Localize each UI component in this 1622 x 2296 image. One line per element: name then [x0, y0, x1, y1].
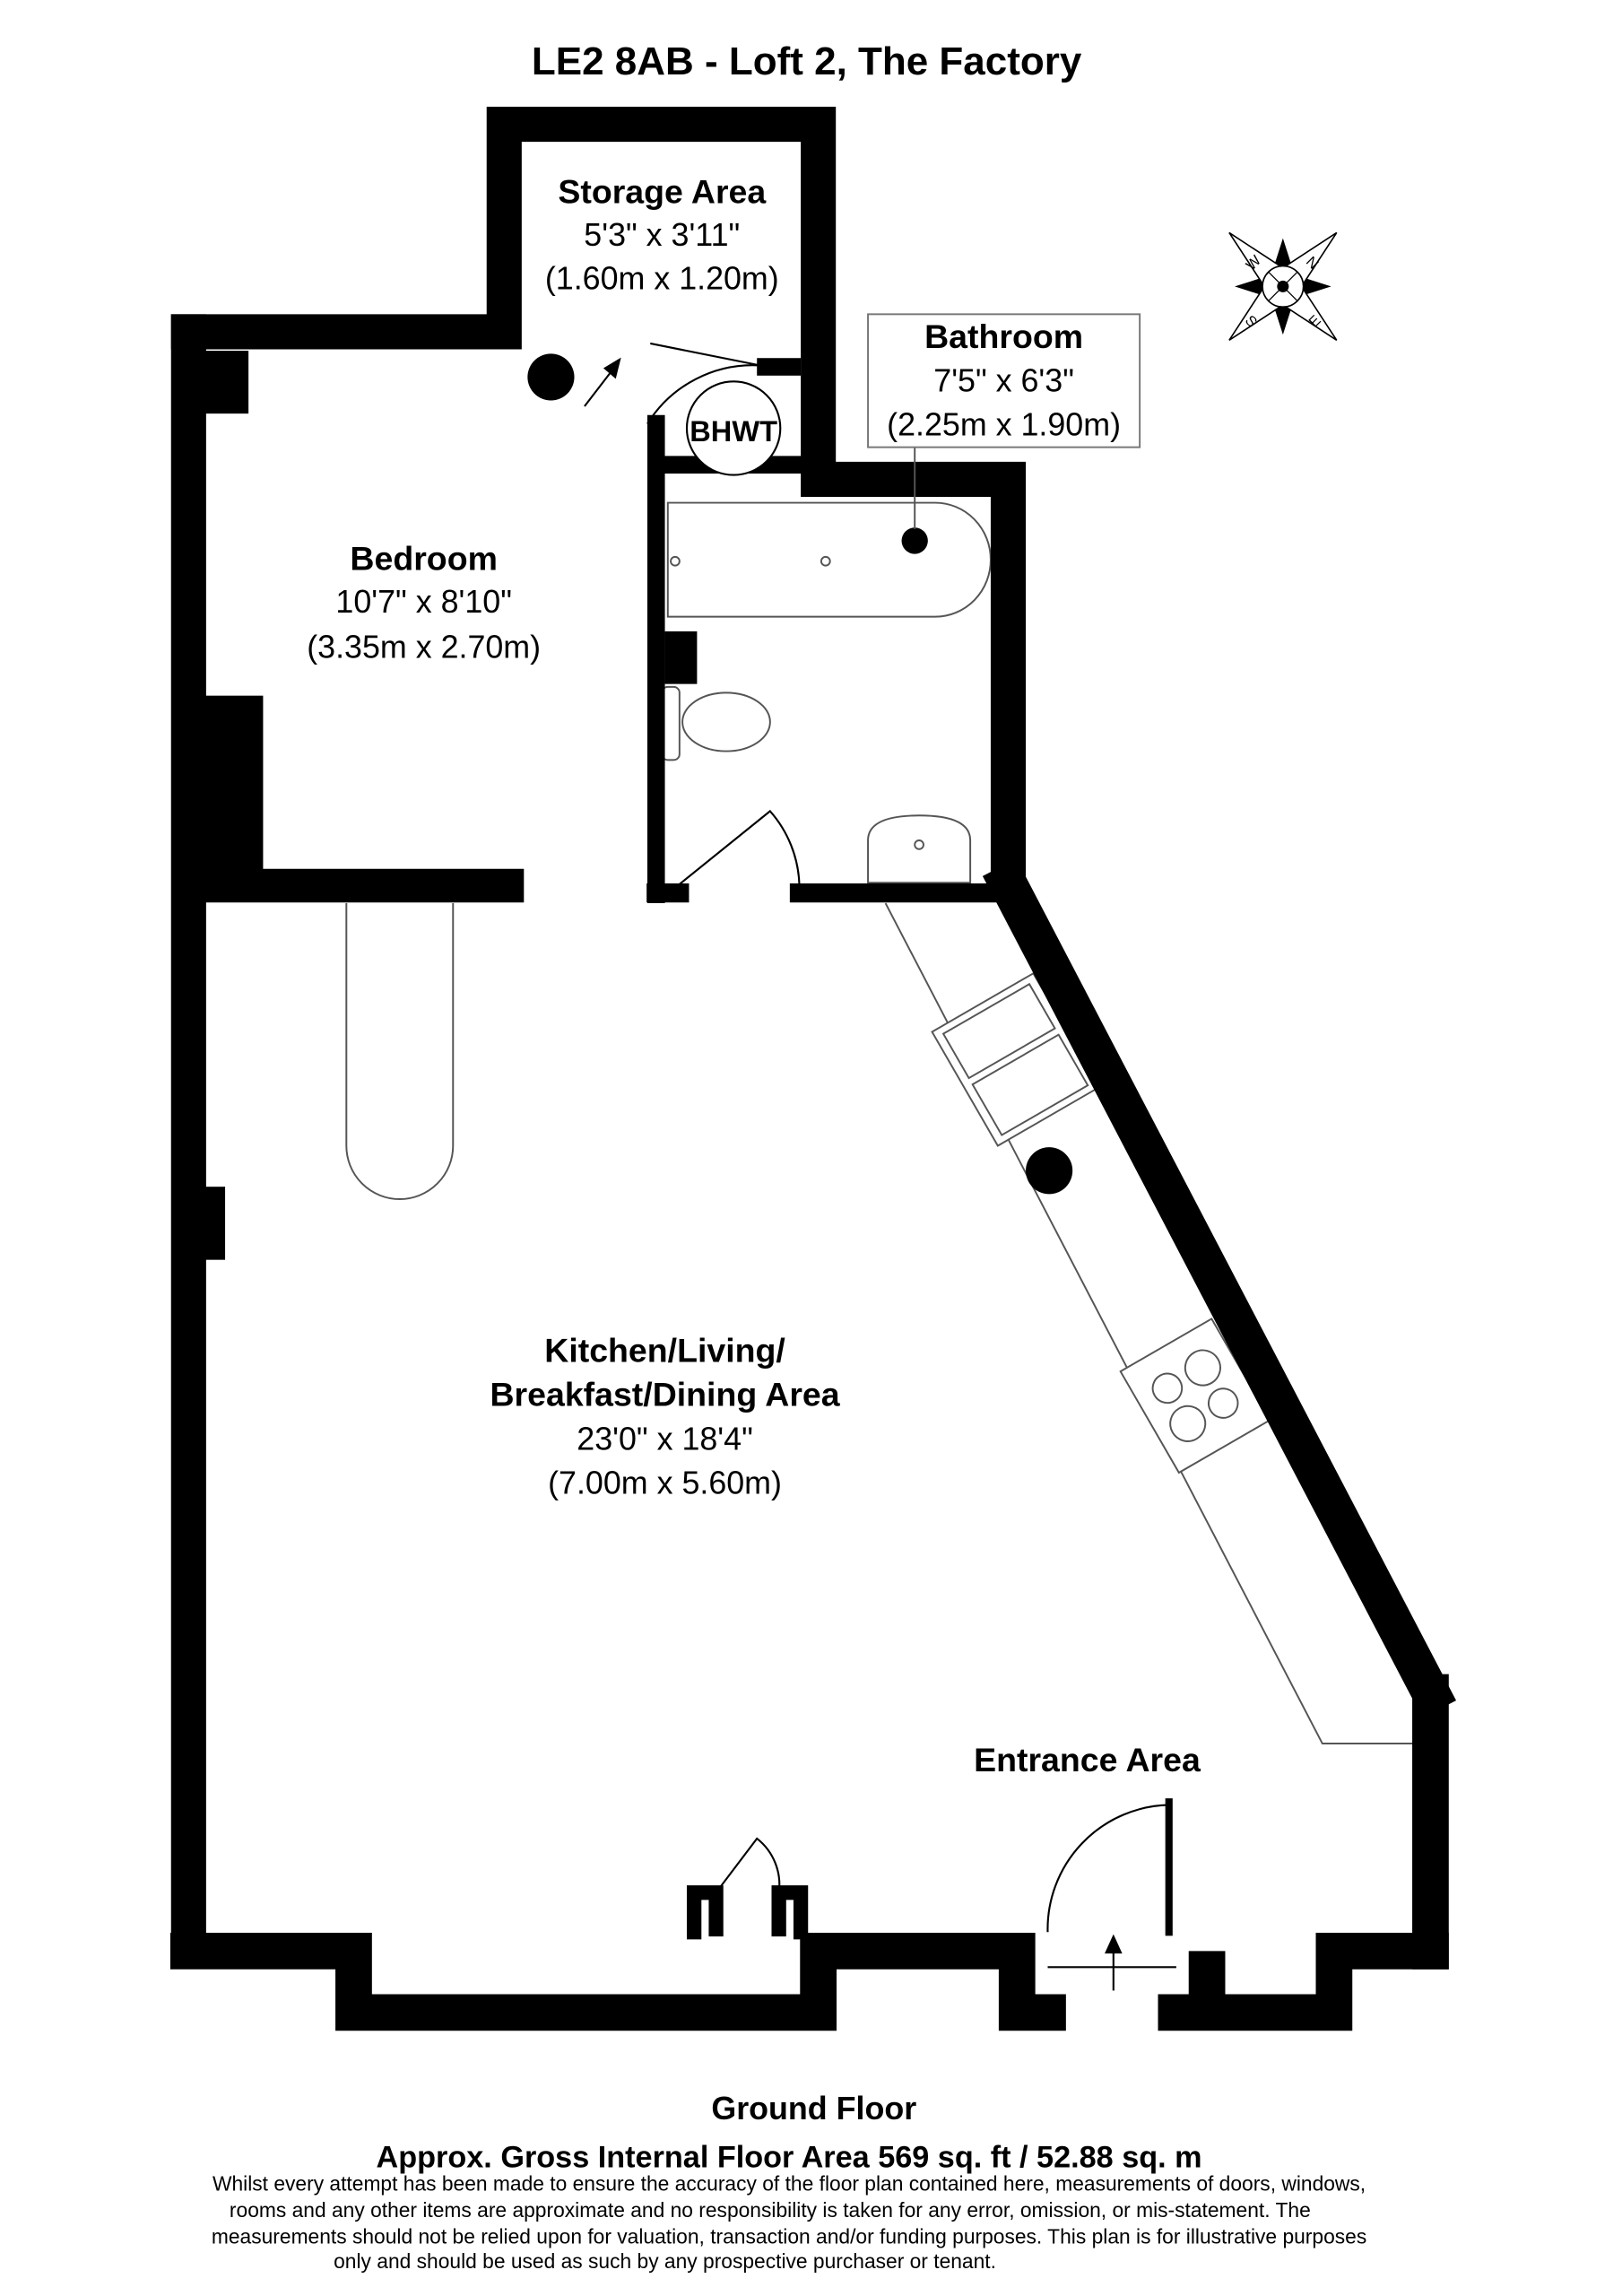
kitchen-name-2: Breakfast/Dining Area	[490, 1376, 841, 1413]
plan-title: LE2 8AB - Loft 2, The Factory	[532, 39, 1082, 83]
storage-metric: (1.60m x 1.20m)	[545, 261, 779, 297]
kitchen-name-1: Kitchen/Living/	[544, 1332, 785, 1370]
bhwt-cylinder	[685, 380, 782, 476]
compass-icon: N E S W	[1228, 231, 1338, 341]
bhwt-label: BHWT	[690, 414, 777, 448]
bathroom-metric: (2.25m x 1.90m)	[887, 407, 1121, 443]
kitchen-metric: (7.00m x 5.60m)	[548, 1465, 782, 1500]
bathroom-label-box	[867, 313, 1141, 448]
entrance-name: Entrance Area	[974, 1741, 1201, 1779]
bathroom-name: Bathroom	[924, 317, 1083, 355]
bathroom-sink	[867, 814, 972, 884]
disclaimer-line: Whilst every attempt has been made to en…	[213, 2172, 1366, 2196]
bedroom-name: Bedroom	[350, 540, 497, 578]
vent-icon	[901, 527, 928, 554]
toilet	[661, 685, 771, 761]
dining-table	[345, 903, 455, 1201]
walls	[169, 106, 1457, 2031]
storage-imperial: 5'3" x 3'11"	[584, 217, 740, 253]
bedroom-metric: (3.35m x 2.70m)	[307, 629, 541, 665]
floor-area: Approx. Gross Internal Floor Area 569 sq…	[377, 2141, 1202, 2175]
floor-label: Ground Floor	[711, 2091, 916, 2126]
bedroom-imperial: 10'7" x 8'10"	[335, 584, 512, 620]
appliance-icon	[1026, 1147, 1073, 1195]
bathroom-imperial: 7'5" x 6'3"	[933, 363, 1074, 399]
disclaimer-line: rooms and any other items are approximat…	[230, 2198, 1311, 2222]
disclaimer-line: measurements should not be relied upon f…	[212, 2224, 1366, 2248]
doors	[584, 342, 1176, 1991]
bathtub	[666, 501, 992, 618]
storage-name: Storage Area	[558, 173, 767, 211]
boiler-icon	[527, 353, 575, 401]
disclaimer-line: only and should be used as such by any p…	[334, 2249, 996, 2273]
kitchen-imperial: 23'0" x 18'4"	[577, 1421, 753, 1457]
